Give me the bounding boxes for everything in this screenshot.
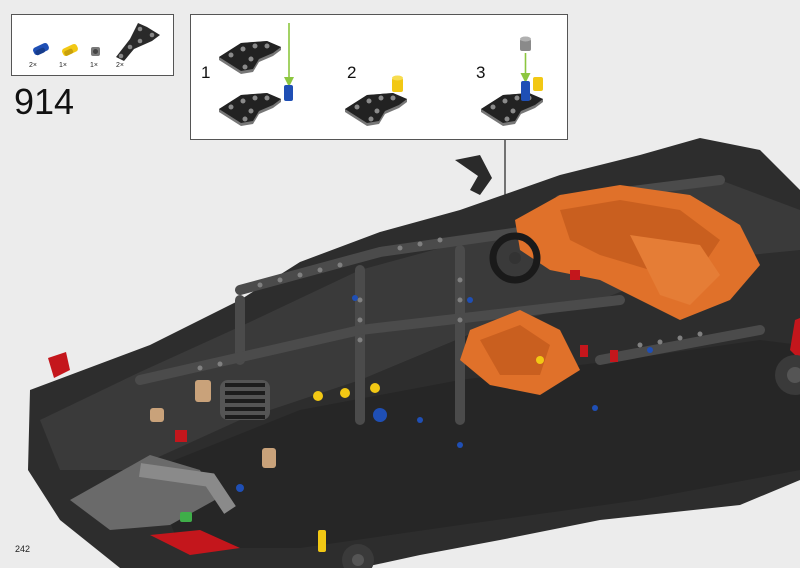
parts-list-illustration (33, 23, 160, 61)
substep-label-2: 2 (347, 63, 357, 82)
part-qty-gray-bush: 1× (90, 62, 98, 69)
orange-engine-cover (460, 185, 760, 395)
step-number: 914 (14, 81, 75, 122)
yellow-connectors (313, 356, 544, 552)
frame-holes (197, 237, 703, 371)
part-qty-triangle-beam: 2× (116, 62, 124, 69)
green-part (180, 512, 192, 522)
tan-parts (150, 380, 276, 468)
front-suspension (220, 380, 270, 420)
assembly-arrow-icon (284, 23, 294, 87)
red-accents (48, 270, 800, 555)
blue-pin-icon (284, 85, 293, 101)
substep-label-3: 3 (476, 63, 486, 82)
blue-pin-icon (33, 42, 49, 56)
intake-duct (70, 455, 215, 530)
yellow-pin-icon (62, 43, 78, 57)
gray-bush-icon (91, 47, 100, 56)
black-triangle-beam-icon (116, 23, 160, 61)
triangle-beam-top (219, 41, 281, 74)
part-qty-yellow-pin: 1× (59, 62, 67, 69)
car-chassis (28, 138, 800, 568)
callout-arrow-icon (499, 210, 511, 222)
steering-wheel (489, 232, 541, 284)
sub-assembly-illustration (219, 23, 543, 126)
gray-bush-icon (520, 39, 531, 51)
front-wheel-hub (342, 544, 374, 568)
intake-tube (139, 463, 236, 514)
substep-label-1: 1 (201, 63, 211, 82)
triangle-beam-step3 (481, 93, 543, 126)
triangle-beam-step2 (345, 93, 407, 126)
rear-wheel-hub (775, 355, 800, 395)
side-mirror (455, 155, 492, 195)
sub-assembly-box: 1 2 3 (190, 14, 568, 140)
frame-beams (135, 175, 765, 425)
assembly-arrow-icon (520, 53, 531, 83)
triangle-beam-bottom (219, 93, 281, 126)
yellow-pin-icon (392, 78, 403, 92)
blue-pins (236, 295, 653, 492)
part-qty-blue-pin: 2× (29, 62, 37, 69)
page-number: 242 (15, 544, 31, 554)
parts-list-box: 2× 1× 1× 2× (11, 14, 174, 76)
